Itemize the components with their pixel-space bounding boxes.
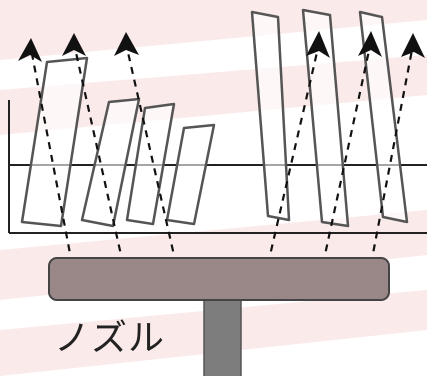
arrow-head-icon: [18, 38, 42, 62]
plate: [165, 123, 216, 226]
nozzle-head: [48, 257, 390, 301]
arrow-head-icon: [306, 31, 330, 58]
arrow-head-icon: [358, 31, 382, 57]
arrow-head-icon: [62, 33, 86, 56]
spray-jet: [369, 49, 414, 265]
plates-left-group: [20, 56, 216, 228]
spray-jet: [321, 45, 372, 265]
nozzle-stem: [204, 300, 241, 376]
spray-jet: [266, 47, 320, 265]
plate: [125, 102, 176, 226]
arrow-head-icon: [401, 33, 425, 58]
arrow-head-icon: [114, 32, 139, 56]
nozzle-label: ノズル: [54, 318, 166, 359]
spray-jet: [73, 47, 125, 265]
plate: [301, 8, 350, 228]
plate: [20, 56, 89, 228]
plate: [80, 97, 141, 228]
frame: [8, 100, 427, 234]
arrow-heads: [18, 31, 425, 62]
spray-jets: [30, 45, 414, 265]
spray-jet: [30, 53, 74, 265]
spray-jet: [125, 47, 178, 265]
plate: [250, 10, 291, 222]
plates-right-group: [250, 8, 409, 228]
plate: [358, 10, 409, 224]
